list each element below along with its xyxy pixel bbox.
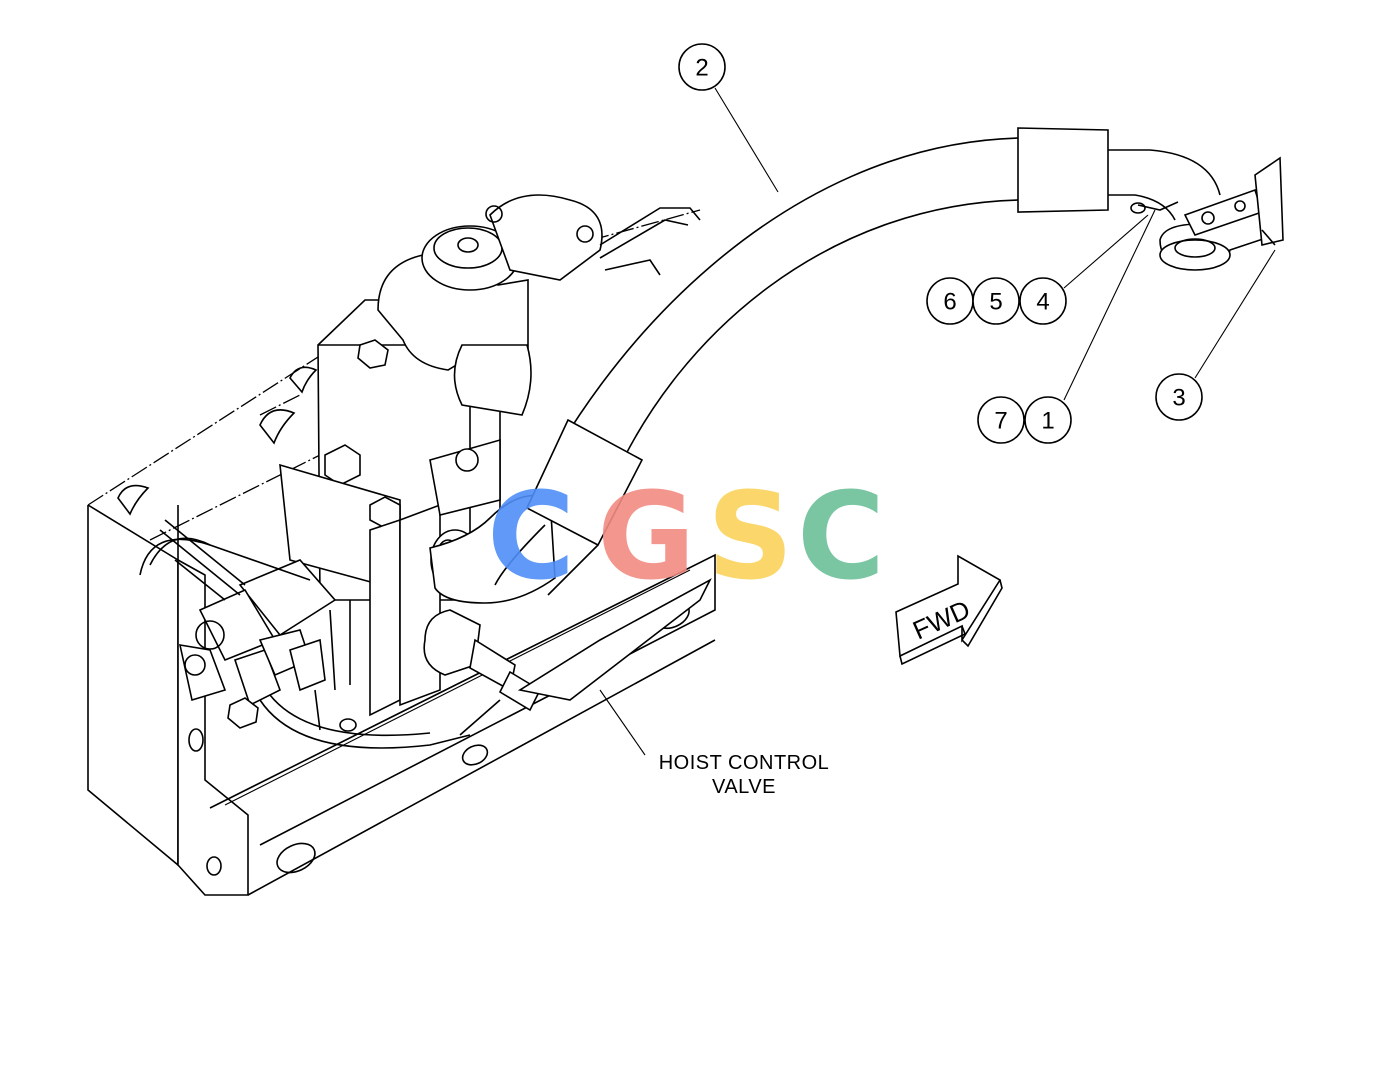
component-label-line1: HOIST CONTROL [659, 752, 830, 774]
callout-1-label: 1 [1041, 408, 1054, 435]
callout-7-label: 7 [994, 408, 1007, 435]
hose-assembly [494, 127, 1284, 596]
watermark-letter-s: S [707, 468, 793, 607]
callout-2: 2 [678, 43, 726, 91]
forward-direction-arrow: FWD [895, 554, 1003, 666]
callout-5: 5 [972, 277, 1020, 325]
callout-5-label: 5 [989, 289, 1002, 316]
hoist-control-valve-label: HOIST CONTROL VALVE [659, 752, 830, 798]
callout-4: 4 [1019, 277, 1067, 325]
callout-6: 6 [926, 277, 974, 325]
callout-4-label: 4 [1036, 289, 1049, 316]
watermark-letter-c2: C [797, 468, 885, 607]
callout-6-label: 6 [943, 289, 956, 316]
watermark-letter-g: G [597, 468, 696, 607]
watermark-letter-c1: C [487, 468, 575, 607]
callout-1: 1 [1024, 396, 1072, 444]
component-label-line2: VALVE [712, 776, 776, 798]
callout-2-label: 2 [695, 55, 708, 82]
callout-3-label: 3 [1172, 385, 1185, 412]
cgsc-watermark-logo: C G S C [487, 468, 885, 607]
callout-3: 3 [1155, 373, 1203, 421]
hoist-control-valve-drawing [139, 194, 712, 749]
callout-7: 7 [977, 396, 1025, 444]
leader-lines [599, 87, 1276, 756]
